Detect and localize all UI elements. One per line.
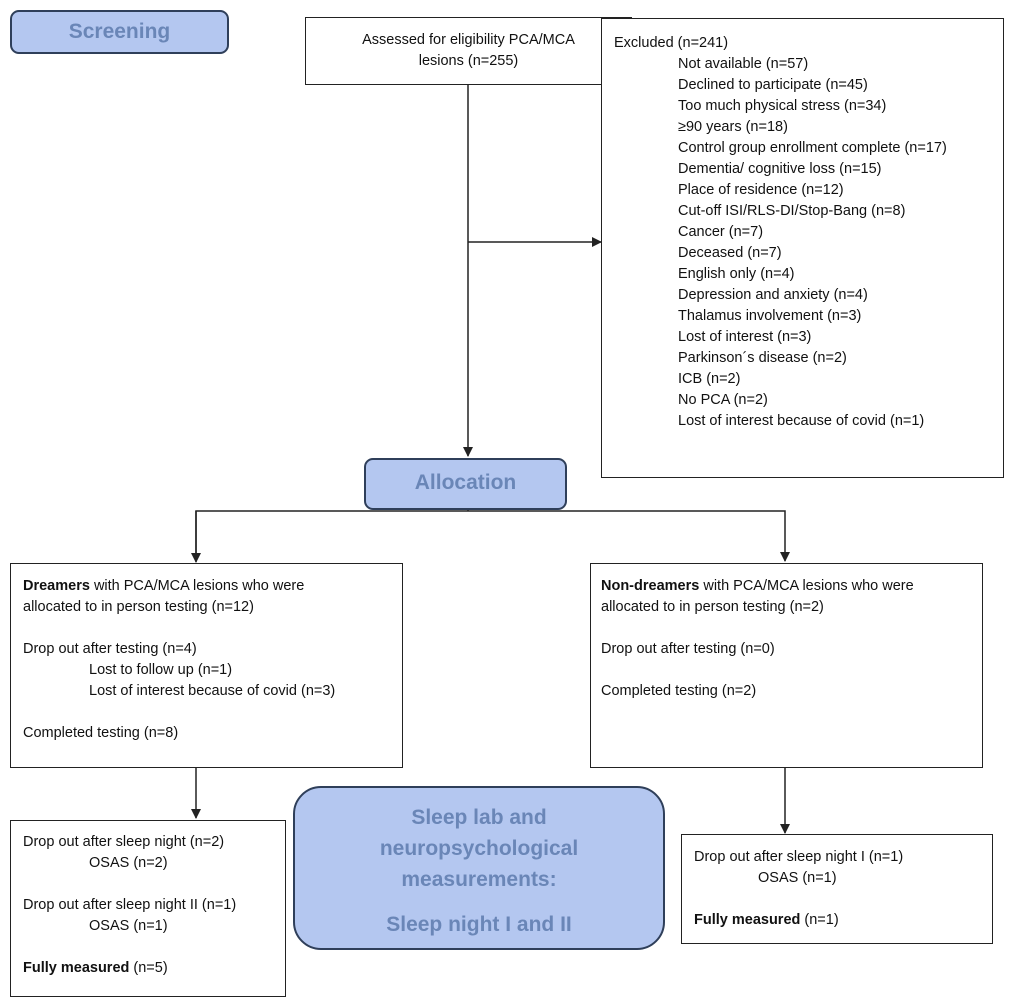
stage-sleep-lab: Sleep lab and neuropsychological measure… xyxy=(293,786,665,950)
non-dreamers-sleep-box: Drop out after sleep night I (n=1) OSAS … xyxy=(681,834,993,944)
excluded-reason: Cancer (n=7) xyxy=(678,224,764,240)
dreamers-fully-bold: Fully measured xyxy=(23,960,130,976)
dreamers-allocated: allocated to in person testing (n=12) xyxy=(23,599,254,615)
excluded-reasons-list: Not available (n=57) Declined to partici… xyxy=(614,54,1003,432)
dreamers-dropout-reason: Lost to follow up (n=1) xyxy=(89,662,233,678)
excluded-reason: Deceased (n=7) xyxy=(678,245,782,261)
excluded-reason: Place of residence (n=12) xyxy=(678,182,844,198)
dreamers-heading-rest: with PCA/MCA lesions who were xyxy=(89,578,305,594)
non-dreamers-heading: Non-dreamers with PCA/MCA lesions who we… xyxy=(601,576,982,597)
excluded-reason: English only (n=4) xyxy=(678,266,795,282)
excluded-reason: Not available (n=57) xyxy=(678,56,809,72)
excluded-reason: Control group enrollment complete (n=17) xyxy=(678,140,947,156)
non-dreamers-box: Non-dreamers with PCA/MCA lesions who we… xyxy=(590,563,983,768)
stage-allocation-label: Allocation xyxy=(414,471,517,494)
stage-sleep-lab-line-2: neuropsychological xyxy=(379,837,579,860)
excluded-reason: Parkinson´s disease (n=2) xyxy=(678,350,847,366)
excluded-reason: Depression and anxiety (n=4) xyxy=(678,287,868,303)
excluded-reason: Cut-off ISI/RLS-DI/Stop-Bang (n=8) xyxy=(678,203,906,219)
dreamers-box: Dreamers with PCA/MCA lesions who were a… xyxy=(10,563,403,768)
excluded-reason: Too much physical stress (n=34) xyxy=(678,98,887,114)
dreamers-sleep-dropout-2: Drop out after sleep night II (n=1) xyxy=(23,897,237,913)
dreamers-sleep-dropout-1: Drop out after sleep night (n=2) xyxy=(23,834,225,850)
dreamers-completed: Completed testing (n=8) xyxy=(23,725,179,741)
excluded-reason: No PCA (n=2) xyxy=(678,392,768,408)
non-dreamers-heading-rest: with PCA/MCA lesions who were xyxy=(699,578,914,594)
assessed-line-1: Assessed for eligibility PCA/MCA xyxy=(362,32,575,48)
non-dreamers-sleep-reason-1: OSAS (n=1) xyxy=(758,870,837,886)
excluded-reason: ≥90 years (n=18) xyxy=(678,119,788,135)
stage-screening-label: Screening xyxy=(68,20,171,43)
non-dreamers-allocated: allocated to in person testing (n=2) xyxy=(601,599,824,615)
excluded-box: Excluded (n=241) Not available (n=57) De… xyxy=(601,18,1004,478)
excluded-reason: ICB (n=2) xyxy=(678,371,741,387)
non-dreamers-fully-measured: Fully measured (n=1) xyxy=(694,910,992,931)
non-dreamers-dropout: Drop out after testing (n=0) xyxy=(601,641,775,657)
non-dreamers-bold-label: Non-dreamers xyxy=(601,578,700,594)
dreamers-fully-measured: Fully measured (n=5) xyxy=(23,958,285,979)
excluded-reason: Lost of interest (n=3) xyxy=(678,329,812,345)
allocation-branch-line xyxy=(195,510,790,562)
stage-sleep-lab-line-4 xyxy=(295,895,663,909)
assessed-box: Assessed for eligibility PCA/MCA lesions… xyxy=(305,17,632,85)
excluded-reason: Dementia/ cognitive loss (n=15) xyxy=(678,161,882,177)
dreamers-dropout-reason: Lost of interest because of covid (n=3) xyxy=(89,683,336,699)
excluded-reason: Thalamus involvement (n=3) xyxy=(678,308,862,324)
stage-screening: Screening xyxy=(10,10,229,54)
excluded-title: Excluded (n=241) xyxy=(614,35,729,51)
stage-sleep-lab-line-1: Sleep lab and xyxy=(411,806,547,829)
excluded-reason: Lost of interest because of covid (n=1) xyxy=(678,413,925,429)
dreamers-fully-rest: (n=5) xyxy=(129,960,168,976)
stage-allocation: Allocation xyxy=(364,458,567,510)
excluded-reason: Declined to participate (n=45) xyxy=(678,77,868,93)
dreamers-dropout: Drop out after testing (n=4) xyxy=(23,641,197,657)
non-dreamers-fully-rest: (n=1) xyxy=(800,912,839,928)
dreamers-sleep-reason-1: OSAS (n=2) xyxy=(89,855,168,871)
dreamers-sleep-box: Drop out after sleep night (n=2) OSAS (n… xyxy=(10,820,286,997)
stage-sleep-lab-line-3: measurements: xyxy=(401,868,557,891)
dreamers-bold-label: Dreamers xyxy=(23,578,90,594)
dreamers-heading: Dreamers with PCA/MCA lesions who were xyxy=(23,576,402,597)
non-dreamers-completed: Completed testing (n=2) xyxy=(601,683,757,699)
non-dreamers-sleep-dropout-1: Drop out after sleep night I (n=1) xyxy=(694,849,904,865)
assessed-line-2: lesions (n=255) xyxy=(418,53,519,69)
non-dreamers-fully-bold: Fully measured xyxy=(694,912,801,928)
dreamers-sleep-reason-2: OSAS (n=1) xyxy=(89,918,168,934)
stage-sleep-lab-line-5: Sleep night I and II xyxy=(386,913,572,936)
